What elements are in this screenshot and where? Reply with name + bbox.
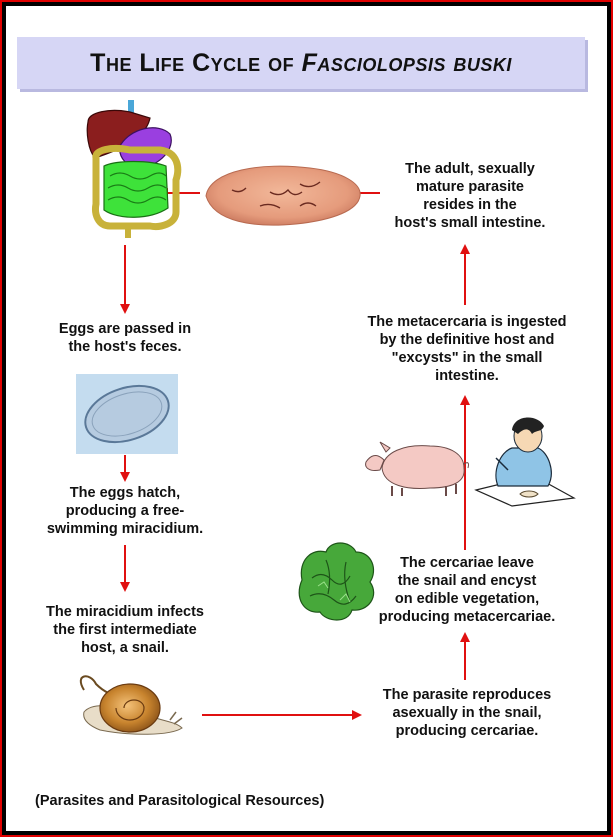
title-banner: The Life Cycle of Fasciolopsis buski (17, 37, 585, 89)
title-organism: Fasciolopsis buski (301, 48, 512, 77)
snail-icon (79, 675, 183, 735)
title-prefix: The Life Cycle of (90, 48, 295, 77)
adult-fluke-icon (200, 162, 361, 226)
page-title: The Life Cycle of Fasciolopsis buski (90, 49, 512, 78)
egg-micrograph-icon (76, 374, 178, 454)
vegetation-icon (298, 542, 375, 621)
person-eating-icon (474, 417, 576, 507)
digestive-system-icon (86, 100, 182, 238)
pig-icon (365, 441, 469, 496)
step-eggs-hatch-caption: The eggs hatch,producing a free-swimming… (46, 485, 204, 537)
source-credit: (Parasites and Parasitological Resources… (35, 793, 325, 809)
